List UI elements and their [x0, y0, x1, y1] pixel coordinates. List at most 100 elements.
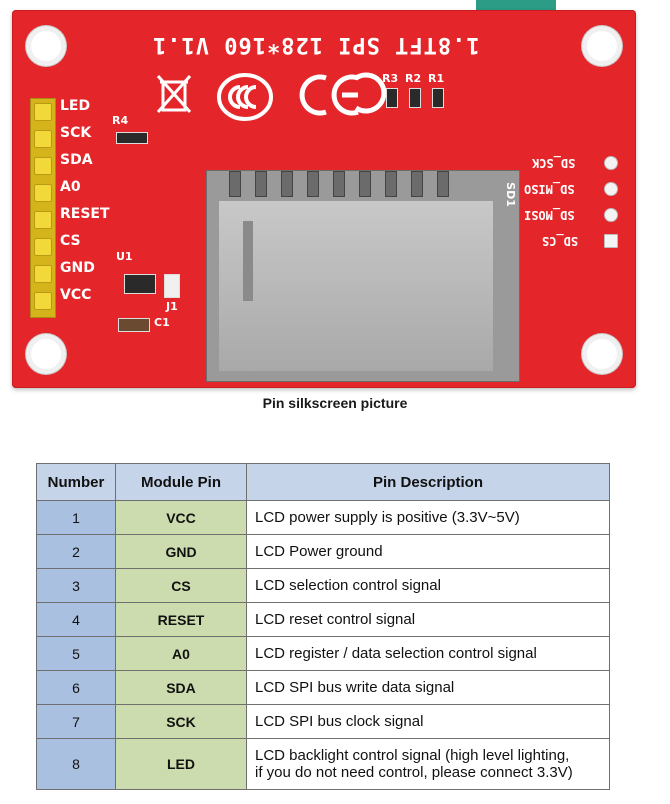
sd-contact-8	[411, 171, 423, 197]
pin-label-gnd: GND	[60, 260, 95, 276]
row-number: 5	[36, 636, 116, 671]
table-row: 6 SDA LCD SPI bus write data signal	[36, 670, 610, 705]
resistor-r2-label: R2	[405, 72, 422, 85]
sd-label-cs: SD_CS	[542, 234, 579, 248]
regulator-u1-label: U1	[116, 250, 133, 263]
header-module-pin: Module Pin	[115, 463, 247, 501]
regulator-u1	[124, 274, 156, 294]
mounting-hole-bottom-left	[26, 334, 66, 374]
ccc-mark-icon	[217, 73, 273, 121]
sd-contact-4	[307, 171, 319, 197]
resistor-r1	[432, 88, 444, 108]
ce-mark-icon	[299, 74, 359, 116]
header-number: Number	[36, 463, 116, 501]
resistor-r1-label: R1	[428, 72, 445, 85]
row-description: LCD selection control signal	[246, 568, 610, 603]
table-row: 3 CS LCD selection control signal	[36, 568, 610, 603]
sd-contact-7	[385, 171, 397, 197]
header-pin-2	[34, 130, 52, 148]
mounting-hole-bottom-right	[582, 334, 622, 374]
sd-contact-2	[255, 171, 267, 197]
table-row: 2 GND LCD Power ground	[36, 534, 610, 569]
row-description: LCD reset control signal	[246, 602, 610, 637]
sd-pad-cs	[604, 234, 618, 248]
pin-label-led: LED	[60, 98, 91, 114]
row-description-line-2: if you do not need control, please conne…	[255, 764, 573, 781]
sd-contact-6	[359, 171, 371, 197]
capacitor-c1-label: C1	[154, 316, 170, 329]
row-number: 3	[36, 568, 116, 603]
pin-label-cs: CS	[60, 233, 81, 249]
header-pin-8	[34, 292, 52, 310]
table-row: 5 A0 LCD register / data selection contr…	[36, 636, 610, 671]
row-description: LCD power supply is positive (3.3V~5V)	[246, 500, 610, 535]
jumper-j1	[164, 274, 180, 298]
weee-bin-icon	[156, 75, 192, 113]
sd-label-sck: SD_SCK	[532, 156, 576, 170]
row-number: 2	[36, 534, 116, 569]
pin-label-reset: RESET	[60, 206, 110, 222]
resistor-r2	[409, 88, 421, 108]
row-module-pin: GND	[115, 534, 247, 569]
header-pin-1	[34, 103, 52, 121]
resistor-r3	[386, 88, 398, 108]
board-photo: 1.8TFT SPI 128*160 V1.1 R3 R2 R1	[0, 0, 670, 392]
row-module-pin: LED	[115, 738, 247, 790]
row-number: 1	[36, 500, 116, 535]
board-edge-tab	[476, 0, 556, 12]
row-module-pin: A0	[115, 636, 247, 671]
pin-label-a0: A0	[60, 179, 81, 195]
resistor-r4-label: R4	[112, 114, 129, 127]
pin-header	[30, 98, 56, 318]
sd-contact-1	[229, 171, 241, 197]
table-row: 4 RESET LCD reset control signal	[36, 602, 610, 637]
sd-slot-sd1-label: SD1	[503, 182, 517, 207]
sd-contact-3	[281, 171, 293, 197]
header-pin-6	[34, 238, 52, 256]
sd-label-mosi: SD_MOSI	[524, 208, 575, 222]
sd-pad-sck	[604, 156, 618, 170]
pin-label-vcc: VCC	[60, 287, 92, 303]
image-caption: Pin silkscreen picture	[262, 395, 408, 411]
pin-label-sck: SCK	[60, 125, 92, 141]
capacitor-c1	[118, 318, 150, 332]
header-pin-7	[34, 265, 52, 283]
row-number: 4	[36, 602, 116, 637]
sd-slot-cover	[219, 201, 493, 371]
header-pin-5	[34, 211, 52, 229]
row-description: LCD backlight control signal (high level…	[246, 738, 610, 790]
row-module-pin: SDA	[115, 670, 247, 705]
sd-pad-miso	[604, 182, 618, 196]
row-number: 8	[36, 738, 116, 790]
sd-latch-spring	[243, 221, 253, 301]
table-row: 7 SCK LCD SPI bus clock signal	[36, 704, 610, 739]
pin-table: Number Module Pin Pin Description 1 VCC …	[36, 463, 610, 790]
c-mark-icon	[354, 72, 387, 114]
table-header-row: Number Module Pin Pin Description	[36, 463, 610, 501]
board-title-silkscreen: 1.8TFT SPI 128*160 V1.1	[152, 32, 480, 57]
row-description: LCD register / data selection control si…	[246, 636, 610, 671]
resistor-r3-label: R3	[382, 72, 399, 85]
mounting-hole-top-left	[26, 26, 66, 66]
row-module-pin: VCC	[115, 500, 247, 535]
table-row: 1 VCC LCD power supply is positive (3.3V…	[36, 500, 610, 535]
header-pin-description: Pin Description	[246, 463, 610, 501]
pcb-board: 1.8TFT SPI 128*160 V1.1 R3 R2 R1	[12, 10, 636, 388]
pin-label-sda: SDA	[60, 152, 93, 168]
row-description: LCD SPI bus write data signal	[246, 670, 610, 705]
row-number: 7	[36, 704, 116, 739]
jumper-j1-label: J1	[166, 300, 178, 313]
resistor-r4	[116, 132, 148, 144]
mounting-hole-top-right	[582, 26, 622, 66]
sd-pad-mosi	[604, 208, 618, 222]
row-module-pin: CS	[115, 568, 247, 603]
sd-card-slot	[206, 170, 520, 382]
sd-contact-9	[437, 171, 449, 197]
sd-contact-5	[333, 171, 345, 197]
row-module-pin: RESET	[115, 602, 247, 637]
row-module-pin: SCK	[115, 704, 247, 739]
row-description: LCD SPI bus clock signal	[246, 704, 610, 739]
header-pin-4	[34, 184, 52, 202]
row-description: LCD Power ground	[246, 534, 610, 569]
table-row: 8 LED LCD backlight control signal (high…	[36, 738, 610, 790]
